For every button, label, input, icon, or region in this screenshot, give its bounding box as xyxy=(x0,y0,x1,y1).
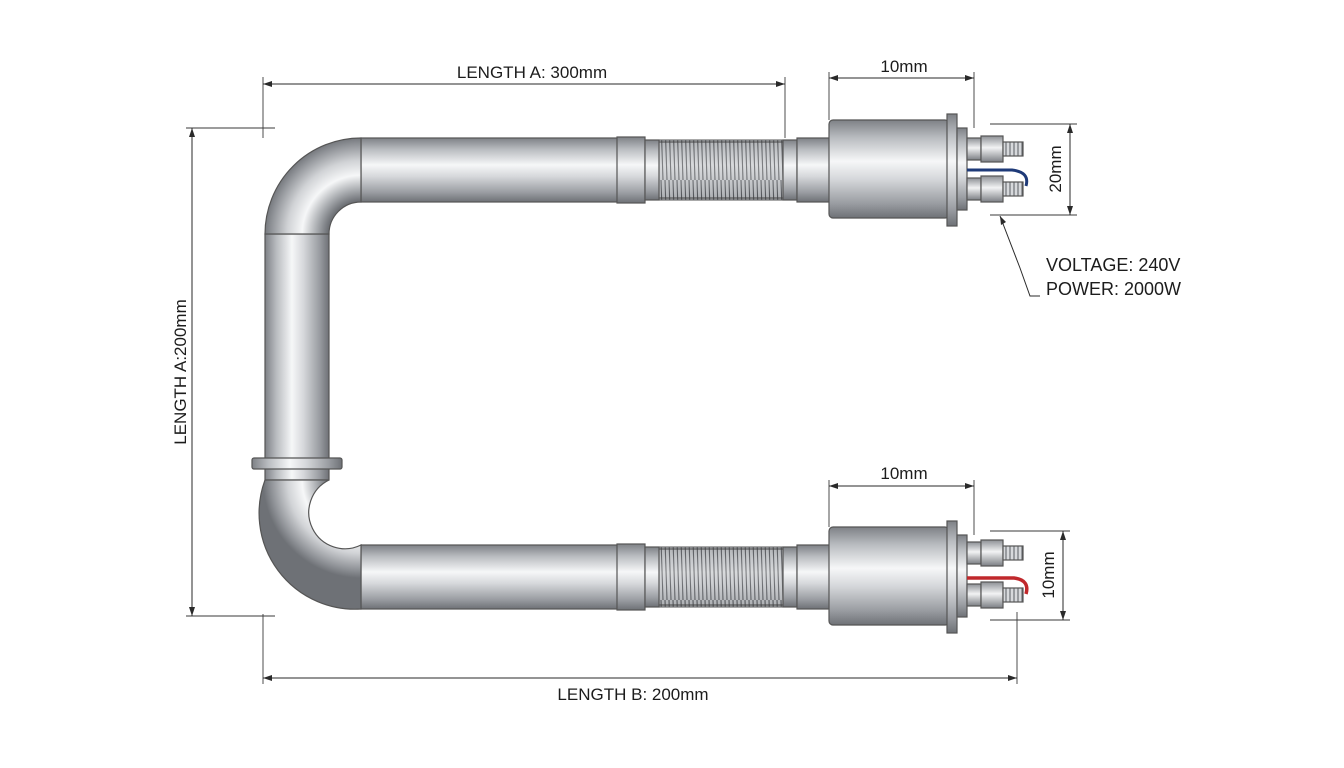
length-a-side-label: LENGTH A:200mm xyxy=(171,299,190,445)
top-terminal-fitting xyxy=(828,113,1029,227)
pipe-top-straight xyxy=(360,137,632,203)
top-upper-terminal xyxy=(966,135,1024,163)
bottom-fitting-width-label: 10mm xyxy=(880,464,927,483)
bottom-lower-terminal xyxy=(966,581,1024,609)
top-neck-tube xyxy=(796,137,832,203)
bottom-neck-tube xyxy=(796,544,832,610)
bottom-fitting-body xyxy=(828,526,950,626)
u-shaped-pipe xyxy=(251,136,832,611)
bottom-fitting-flange xyxy=(946,520,958,634)
top-coupling-sleeve xyxy=(616,136,646,204)
top-fitting-width-label: 10mm xyxy=(880,57,927,76)
pipe-collar-ring xyxy=(251,457,343,470)
top-fitting-flange xyxy=(946,113,958,227)
labels: LENGTH A: 300mm LENGTH A:200mm LENGTH B:… xyxy=(171,57,1181,704)
pipe-bottom-straight xyxy=(360,544,632,610)
bottom-terminal-height-label: 10mm xyxy=(1039,551,1058,598)
pipe-bottom-bend xyxy=(258,479,362,610)
pipe-vertical-straight xyxy=(264,233,330,481)
top-wire xyxy=(967,168,1029,187)
spec-leader-line xyxy=(999,215,1040,297)
top-fitting-cap xyxy=(956,127,968,211)
top-terminal-height-label: 20mm xyxy=(1046,145,1065,192)
dimension-lines xyxy=(186,72,1077,684)
length-a-top-label: LENGTH A: 300mm xyxy=(457,63,607,82)
top-fitting-body xyxy=(828,119,950,219)
pipe-top-bend xyxy=(264,137,362,235)
bottom-terminal-fitting xyxy=(828,520,1029,634)
voltage-label: VOLTAGE: 240V xyxy=(1046,255,1180,275)
top-lower-terminal xyxy=(966,175,1024,203)
bottom-wire xyxy=(967,576,1029,595)
length-b-label: LENGTH B: 200mm xyxy=(557,685,708,704)
bottom-upper-terminal xyxy=(966,539,1024,567)
power-label: POWER: 2000W xyxy=(1046,279,1181,299)
bottom-fitting-cap xyxy=(956,534,968,618)
bottom-coupling-sleeve xyxy=(616,543,646,611)
